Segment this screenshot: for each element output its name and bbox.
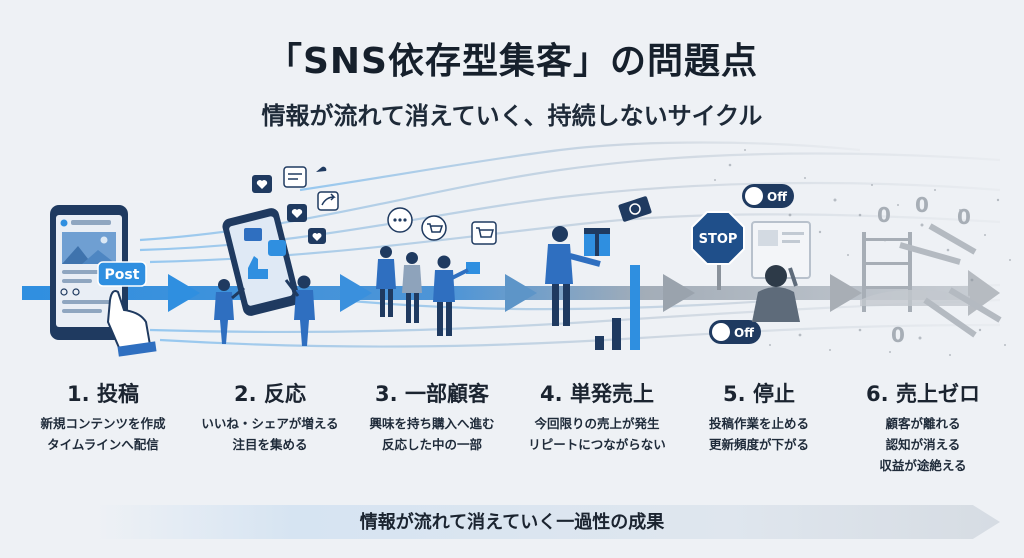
toggle-off-label: Off [734,326,754,340]
toggle-off-label: Off [767,190,787,204]
step3-customers-illustration [376,207,497,336]
step5-title: 5. 停止 [723,382,795,406]
page-subtitle: 情報が流れて消えていく、持続しないサイクル [261,102,763,130]
comment-icon [283,166,307,188]
summary-banner-text: 情報が流れて消えていく一過性の成果 [359,512,665,533]
chevron-right-icon [168,274,200,312]
step5-description: 投稿作業を止める更新頻度が下がる [708,416,809,452]
zero-figure: 0 [915,193,929,217]
step3-description: 興味を持ち購入へ進む反応した中の一部 [369,416,495,452]
thumbs-up-icon [248,256,268,279]
money-icon [618,196,652,222]
step5-stop-illustration: Off Off STOP [691,184,811,344]
step1-phone-illustration: Post [50,205,157,357]
post-button [97,261,147,287]
cart-icon [421,215,447,241]
empty-shelf-icon [862,238,912,241]
zero-figure: 0 [957,205,971,229]
chevron-right-icon [505,274,537,312]
step6-description: 顧客が離れる認知が消える収益が途絶える [879,416,967,473]
step1-title: 1. 投稿 [67,382,139,406]
chevron-right-icon [340,274,372,312]
like-icon [268,240,286,256]
chevron-right-icon [663,274,695,312]
zero-figure: 0 [877,203,891,227]
stop-sign-label: STOP [699,232,738,247]
person-icon [284,275,315,346]
person-icon [433,255,469,336]
chat-icon [244,228,262,241]
post-button-label: Post [105,267,140,283]
step3-title: 3. 一部顧客 [375,382,489,406]
hand-icon [106,290,152,352]
step2-reaction-illustration [214,166,339,346]
page-title: 「SNS依存型集客」の問題点 [266,41,758,82]
step6-zero-illustration: 0 0 0 0 [860,193,1002,347]
summary-banner [95,505,1000,539]
step2-title: 2. 反応 [234,382,306,406]
step4-sale-illustration [545,196,652,350]
comment-icon [72,288,80,296]
zero-figure: 0 [891,323,905,347]
step6-title: 6. 売上ゼロ [866,382,980,406]
person-icon [402,252,422,323]
share-icon [317,191,339,211]
heart-icon [60,288,68,296]
person-icon [545,226,601,326]
chevron-right-icon [830,274,862,312]
step1-description: 新規コンテンツを作成タイムラインへ配信 [40,416,166,452]
bag-icon [466,262,480,274]
step4-title: 4. 単発売上 [540,382,654,406]
stop-sign-icon [691,211,745,265]
worried-person-icon [752,265,800,322]
bar-chart-icon [595,336,604,350]
step4-description: 今回限りの売上が発生リピートにつながらない [528,416,666,452]
person-icon [214,279,245,344]
step2-description: いいね・シェアが増える注目を集める [201,416,339,452]
person-icon [376,246,396,317]
